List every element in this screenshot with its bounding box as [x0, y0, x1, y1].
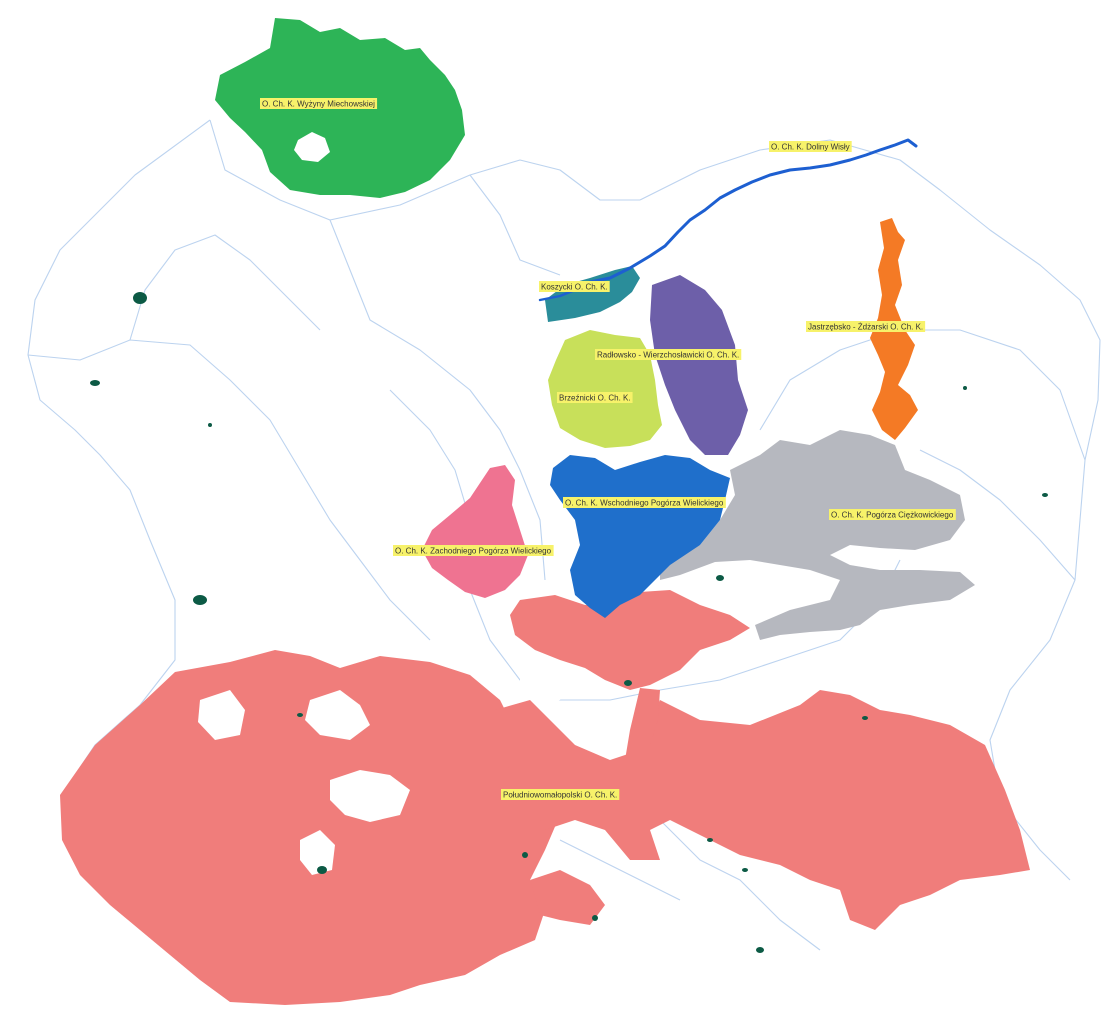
label-text-wisly: O. Ch. K. Doliny Wisły [771, 143, 850, 152]
hole-south-3 [330, 770, 410, 822]
boundary-south-2 [659, 819, 821, 951]
area-poludniowomalopolski-south-arm[interactable] [530, 870, 605, 925]
label-bg-koszycki [539, 281, 610, 292]
hole-wyzyna [294, 132, 330, 162]
label-text-ciezkowickiego: O. Ch. K. Pogórza Ciężkowickiego [831, 511, 954, 520]
label-bg-poludniowomalopolski [501, 789, 620, 800]
spot-5 [624, 680, 632, 686]
area-radlowsko[interactable] [650, 275, 748, 455]
boundary-west-inner [27, 339, 431, 641]
spot-7 [707, 838, 713, 842]
spot-8 [742, 868, 748, 872]
label-text-zachodniego: O. Ch. K. Zachodniego Pogórza Wielickieg… [395, 547, 552, 556]
map-labels: O. Ch. K. Wyżyny Miechowskiej O. Ch. K. … [260, 98, 956, 800]
label-text-jastrzebsko: Jastrzębsko - Żdżarski O. Ch. K. [808, 323, 923, 332]
boundary-north-mid [469, 159, 640, 201]
boundary-east-inner [759, 329, 1086, 461]
hole-south-5 [520, 665, 575, 702]
label-jastrzebsko: Jastrzębsko - Żdżarski O. Ch. K. [806, 321, 926, 332]
spot-14 [208, 423, 212, 427]
area-wschodniego[interactable] [550, 455, 730, 618]
area-poludniowomalopolski-north[interactable] [510, 590, 750, 690]
spot-1 [133, 292, 147, 304]
area-koszycki[interactable] [545, 266, 640, 322]
label-bg-wschodniego [563, 497, 726, 508]
label-radlowsko: Radłowsko - Wierzchosławicki O. Ch. K. [595, 349, 742, 360]
label-bg-wisly [769, 141, 852, 152]
spot-13 [963, 386, 967, 390]
spot-15 [297, 713, 303, 717]
protected-spots [90, 292, 1048, 953]
area-zachodniego[interactable] [422, 465, 528, 598]
label-bg-jastrzebsko [806, 321, 926, 332]
spot-3 [193, 595, 207, 605]
boundary-east-2 [919, 449, 1076, 581]
label-text-wschodniego: O. Ch. K. Wschodniego Pogórza Wielickieg… [565, 499, 724, 508]
label-bg-zachodniego [393, 545, 554, 556]
boundary-central [329, 219, 546, 581]
label-text-wyzyna: O. Ch. K. Wyżyny Miechowskiej [262, 100, 375, 109]
spot-2 [90, 380, 100, 386]
spot-16 [862, 716, 868, 720]
spot-10 [522, 852, 528, 858]
label-zachodniego: O. Ch. K. Zachodniego Pogórza Wielickieg… [393, 545, 554, 556]
label-bg-bratucicki [557, 392, 633, 403]
label-poludniowomalopolski: Południowomałopolski O. Ch. K. [501, 789, 620, 800]
label-ciezkowickiego: O. Ch. K. Pogórza Ciężkowickiego [829, 509, 956, 520]
hole-south-1 [198, 690, 245, 740]
label-dolina-wisly: O. Ch. K. Doliny Wisły [769, 141, 852, 152]
label-text-radlowsko: Radłowsko - Wierzchosławicki O. Ch. K. [597, 351, 739, 360]
area-ciezkowickiego[interactable] [660, 430, 975, 640]
area-bratucicki[interactable] [548, 330, 662, 448]
spot-6 [317, 866, 327, 874]
label-bg-ciezkowickiego [829, 509, 956, 520]
label-bg-wyzyna [260, 98, 378, 109]
river-dolina-wisly[interactable] [588, 138, 918, 284]
hole-south-2 [305, 690, 370, 740]
label-text-bratucicki: Brzeźnicki O. Ch. K. [559, 394, 631, 403]
label-koszycki: Koszycki O. Ch. K. [539, 281, 610, 292]
area-poludniowomalopolski-neck[interactable] [625, 688, 660, 760]
boundary-outer [27, 119, 211, 791]
spot-9 [756, 947, 764, 953]
label-text-poludniowomalopolski: Południowomałopolski O. Ch. K. [503, 791, 617, 800]
area-poludniowomalopolski-east[interactable] [495, 690, 1030, 930]
label-bg-radlowsko [595, 349, 742, 360]
label-wyzyna-miechowska: O. Ch. K. Wyżyny Miechowskiej [260, 98, 378, 109]
boundary-middle [389, 389, 471, 521]
boundary-north [209, 119, 561, 276]
area-poludniowomalopolski-west[interactable] [60, 650, 560, 1005]
label-wschodniego: O. Ch. K. Wschodniego Pogórza Wielickieg… [563, 497, 726, 508]
label-bratucicki: Brzeźnicki O. Ch. K. [557, 392, 633, 403]
hole-south-4 [300, 830, 335, 875]
boundary-south-3 [559, 839, 681, 901]
spot-4 [716, 575, 724, 581]
spot-11 [592, 915, 598, 921]
boundary-central-2 [129, 234, 321, 341]
spot-12 [1042, 493, 1048, 497]
label-text-koszycki: Koszycki O. Ch. K. [541, 283, 608, 292]
